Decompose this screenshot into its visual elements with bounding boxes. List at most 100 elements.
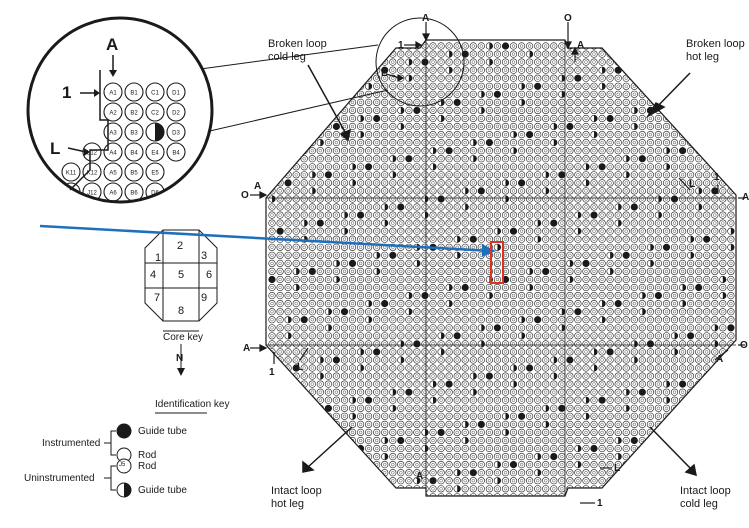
rod-id-mark <box>519 213 524 217</box>
rod-id-mark <box>431 173 435 177</box>
fuel-rod <box>566 74 574 82</box>
fuel-rod <box>542 106 550 114</box>
fuel-rod <box>429 364 437 372</box>
fuel-rod <box>582 275 590 284</box>
rod-id-mark <box>383 229 387 233</box>
rod-id-mark <box>407 205 411 209</box>
rod-id-mark <box>608 124 612 129</box>
fuel-rod <box>268 211 276 219</box>
fuel-rod <box>405 114 413 123</box>
fuel-rod <box>711 243 719 251</box>
rod-id-mark <box>705 92 709 96</box>
rod-id-mark <box>318 157 322 161</box>
fuel-rod <box>550 90 558 98</box>
rod-id-mark <box>463 100 467 104</box>
fuel-rod <box>381 259 389 268</box>
rod-id-mark <box>544 52 548 56</box>
fuel-rod <box>574 380 582 388</box>
rod-id-mark <box>664 68 669 72</box>
fuel-rod <box>558 348 566 356</box>
fuel-rod <box>437 227 445 235</box>
fuel-rod <box>598 259 606 268</box>
rod-id-mark <box>334 68 338 72</box>
fuel-rod <box>389 356 397 364</box>
rod-id-mark <box>391 100 395 104</box>
fuel-rod <box>686 171 695 179</box>
fuel-rod <box>485 372 494 380</box>
fuel-rod <box>622 348 630 356</box>
rod-id-mark <box>479 76 483 80</box>
fuel-rod <box>534 74 542 82</box>
fuel-rod <box>437 300 445 308</box>
fuel-rod <box>308 98 316 106</box>
fuel-rod <box>703 187 711 195</box>
fuel-rod <box>357 219 365 227</box>
fuel-rod <box>373 82 381 90</box>
rod-id-mark <box>656 52 660 56</box>
fuel-rod <box>348 106 357 114</box>
fuel-rod <box>437 364 445 372</box>
rod-id-mark <box>495 76 499 80</box>
rod-id-mark <box>624 221 628 225</box>
fuel-rod <box>670 267 679 276</box>
fuel-rod <box>662 106 671 114</box>
guide-tube-half <box>336 260 340 267</box>
fuel-rod <box>566 203 574 211</box>
rod-id-mark <box>664 100 669 104</box>
guide-tube-half <box>513 364 517 372</box>
fuel-rod <box>308 292 316 300</box>
fuel-rod <box>525 340 534 348</box>
fuel-rod <box>324 163 333 171</box>
fuel-rod <box>381 114 389 123</box>
fuel-rod <box>461 163 469 171</box>
fuel-rod <box>397 139 405 147</box>
rod-id-mark <box>584 68 588 72</box>
rod-id-mark <box>391 116 395 121</box>
rod-id-mark <box>334 229 338 233</box>
fuel-rod <box>590 122 598 131</box>
rod-id-mark <box>632 52 636 56</box>
fuel-rod <box>598 131 606 139</box>
rod-id-mark <box>350 68 355 72</box>
fuel-rod <box>574 163 582 171</box>
rod-id-mark <box>359 68 363 72</box>
rod-id-mark <box>326 116 330 121</box>
fuel-rod <box>678 211 687 219</box>
fuel-rod <box>719 155 727 163</box>
fuel-rod <box>638 50 646 58</box>
fuel-rod <box>276 139 284 147</box>
fuel-rod <box>365 195 373 203</box>
fuel-rod <box>550 332 558 340</box>
rod-id-mark <box>713 124 717 129</box>
fuel-rod <box>324 332 333 340</box>
fuel-rod <box>590 139 598 147</box>
fuel-rod <box>397 324 405 332</box>
fuel-rod <box>711 82 719 90</box>
rod-id-mark <box>350 108 355 112</box>
fuel-rod <box>654 300 663 308</box>
fuel-rod <box>590 243 598 251</box>
fuel-rod <box>534 380 542 388</box>
fuel-rod <box>509 316 518 324</box>
rod-id-mark <box>640 173 644 177</box>
guide-tube-half <box>722 292 727 299</box>
fuel-rod <box>606 187 614 195</box>
fuel-rod <box>695 267 703 276</box>
fuel-rod <box>590 147 598 155</box>
rod-id-mark <box>455 60 459 64</box>
fuel-rod <box>413 283 421 292</box>
fuel-rod <box>453 388 461 396</box>
rod-id-mark <box>640 141 644 145</box>
rod-id-mark <box>439 92 443 96</box>
fuel-rod <box>550 243 558 251</box>
fuel-rod <box>389 380 397 388</box>
fuel-rod <box>654 58 663 66</box>
fuel-rod <box>453 308 461 316</box>
fuel-rod <box>574 195 582 203</box>
fuel-rod <box>284 74 292 82</box>
fuel-rod <box>292 227 300 235</box>
fuel-rod <box>453 139 461 147</box>
rod-id-mark <box>519 44 524 48</box>
fuel-rod <box>558 82 566 90</box>
rod-id-mark <box>721 133 725 137</box>
